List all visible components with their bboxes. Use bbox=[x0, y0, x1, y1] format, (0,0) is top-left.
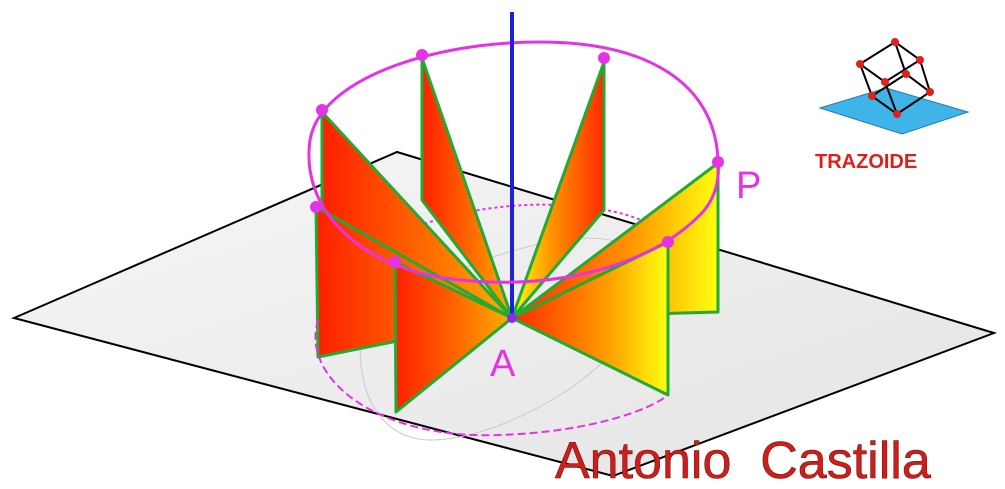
triangle-back-center bbox=[420, 56, 514, 320]
author-name: Antonio Castilla bbox=[555, 432, 931, 489]
base-circle-front bbox=[314, 319, 669, 437]
point-p-label: P bbox=[736, 165, 761, 207]
cube-on-plane-icon bbox=[818, 38, 970, 135]
triangle-front-left bbox=[393, 260, 514, 414]
triangle-right-low bbox=[510, 240, 670, 397]
point-a-label: A bbox=[490, 343, 516, 385]
top-circle-front bbox=[307, 139, 720, 284]
circle-points bbox=[310, 49, 724, 323]
top-circle-back bbox=[308, 40, 720, 161]
logo-name: TRAZOIDE bbox=[815, 151, 917, 173]
triangle-back-right bbox=[510, 60, 606, 320]
